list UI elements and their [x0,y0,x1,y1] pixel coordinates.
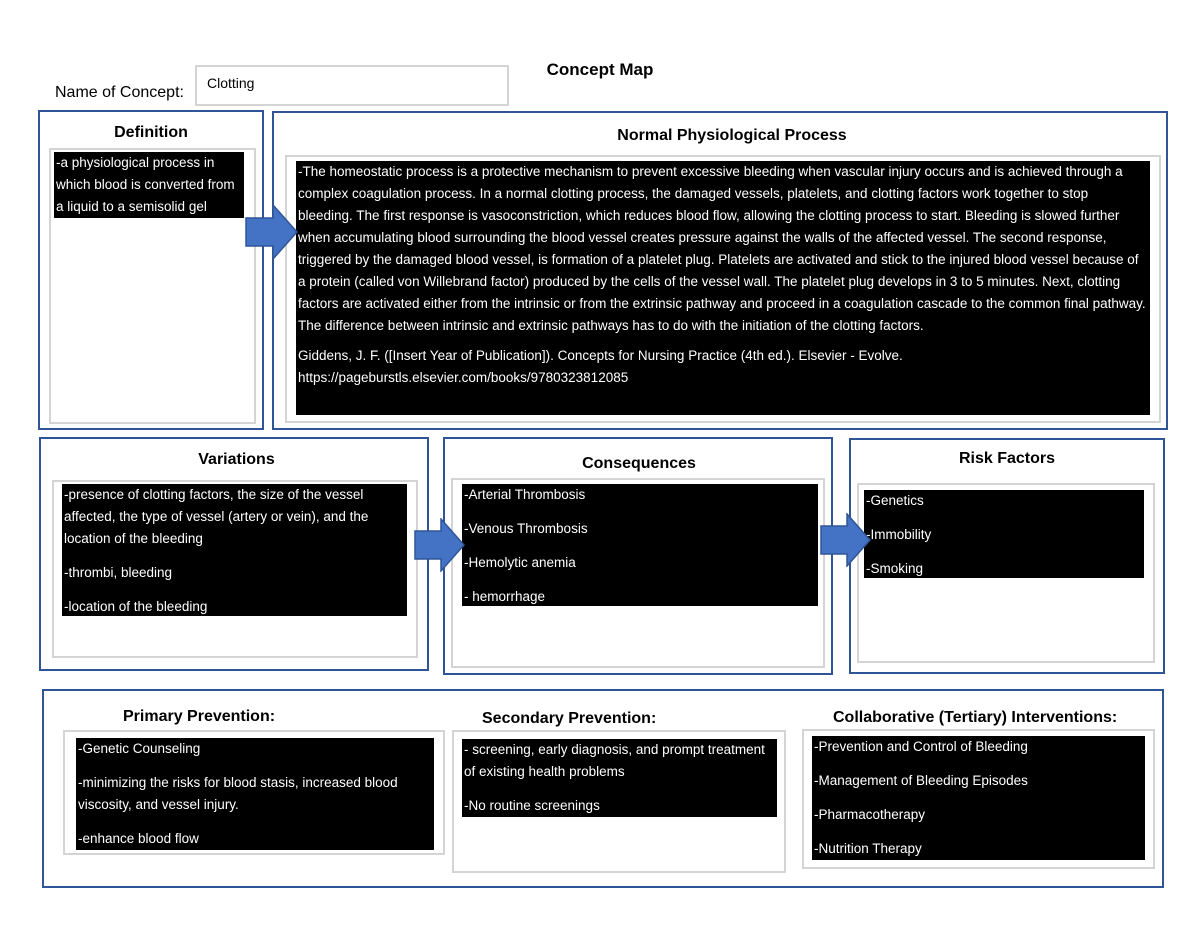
secondary-prevention-item: - screening, early diagnosis, and prompt… [464,742,765,779]
risk-factor-item: -Genetics [866,493,924,508]
normal-process-citation: Giddens, J. F. ([Insert Year of Publicat… [298,348,903,385]
arrow-right-icon [245,204,299,260]
definition-heading: Definition [114,124,188,141]
variations-heading: Variations [198,451,275,468]
normal-process-section [272,111,1168,430]
consequence-item: -Hemolytic anemia [464,555,576,570]
definition-item: -a physiological process in which blood … [56,155,235,214]
definition-section [38,110,264,430]
primary-prevention-text: -Genetic Counseling -minimizing the risk… [76,738,434,850]
prevention-section [42,689,1164,888]
secondary-prevention-item: -No routine screenings [464,798,600,813]
variations-text: -presence of clotting factors, the size … [62,484,407,616]
tertiary-heading: Collaborative (Tertiary) Interventions: [833,709,1118,726]
tertiary-item: -Pharmacotherapy [814,807,926,822]
concept-label: Name of Concept: [55,84,184,101]
page-title: Concept Map [546,60,654,79]
tertiary-item: -Management of Bleeding Episodes [814,773,1028,788]
tertiary-item: -Prevention and Control of Bleeding [814,739,1028,754]
arrow-right-icon [414,518,466,572]
definition-text: -a physiological process in which blood … [54,152,244,218]
primary-prevention-item: -Genetic Counseling [78,741,201,756]
variation-item: -thrombi, bleeding [64,565,173,580]
tertiary-text: -Prevention and Control of Bleeding -Man… [812,736,1145,860]
normal-process-item: -The homeostatic process is a protective… [298,164,1146,333]
concept-name-value: Clotting [207,75,255,91]
primary-prevention-heading: Primary Prevention: [123,708,276,725]
tertiary-item: -Nutrition Therapy [814,841,922,856]
normal-process-text: -The homeostatic process is a protective… [296,161,1150,415]
risk-factor-item: -Smoking [866,561,924,576]
secondary-prevention-text: - screening, early diagnosis, and prompt… [462,739,777,817]
normal-process-heading: Normal Physiological Process [617,127,847,144]
primary-prevention-item: -minimizing the risks for blood stasis, … [78,775,398,812]
risk-factors-heading: Risk Factors [958,450,1056,467]
consequence-item: -Arterial Thrombosis [464,487,586,502]
arrow-right-icon [820,513,872,567]
consequences-text: -Arterial Thrombosis -Venous Thrombosis … [462,484,818,606]
variation-item: -presence of clotting factors, the size … [64,487,369,546]
concept-name-field[interactable]: Clotting [195,65,509,106]
variation-item: -location of the bleeding [64,599,208,614]
consequence-item: -Venous Thrombosis [464,521,588,536]
risk-factors-text: -Genetics -Immobility -Smoking [864,490,1144,578]
consequence-item: - hemorrhage [464,589,546,604]
secondary-prevention-heading: Secondary Prevention: [482,710,657,727]
risk-factor-item: -Immobility [866,527,932,542]
primary-prevention-item: -enhance blood flow [78,831,199,846]
consequences-heading: Consequences [582,455,696,472]
